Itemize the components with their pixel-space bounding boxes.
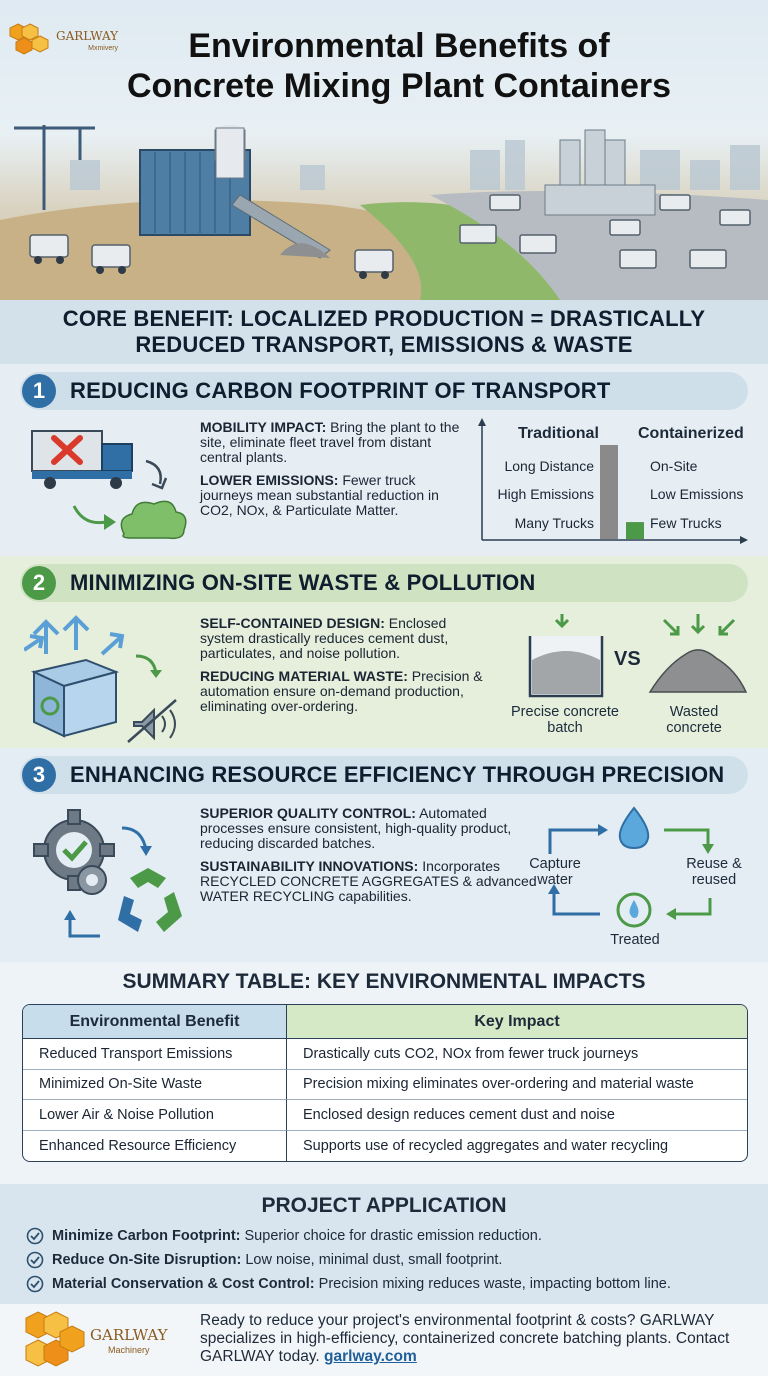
table-row: Minimized On-Site Waste Precision mixing…: [23, 1069, 747, 1100]
bullet-self-contained: SELF-CONTAINED DESIGN: Enclosed system d…: [200, 615, 449, 661]
table-cell: Drastically cuts CO2, NOx from fewer tru…: [287, 1039, 747, 1070]
bullet-sustainability: SUSTAINABILITY INNOVATIONS: Incorporates…: [200, 858, 537, 904]
section-1-title: REDUCING CARBON FOOTPRINT OF TRANSPORT: [70, 378, 611, 403]
page-title: Environmental Benefits of Concrete Mixin…: [0, 26, 768, 106]
caption-wasted-concrete: Wasted concrete: [666, 704, 722, 736]
table-cell: Enhanced Resource Efficiency: [23, 1130, 287, 1161]
bullet-material-waste: REDUCING MATERIAL WASTE: Precision & aut…: [200, 668, 483, 714]
section-3-number: 3: [22, 758, 56, 792]
check-circle-icon: [26, 1251, 44, 1269]
table-cell: Reduced Transport Emissions: [23, 1039, 287, 1070]
list-item: Minimize Carbon Footprint: Superior choi…: [26, 1224, 671, 1248]
section-3-bullets: SUPERIOR QUALITY CONTROL: Automated proc…: [200, 806, 540, 912]
footer: GARLWAY Machinery Ready to reduce your p…: [0, 1304, 768, 1376]
project-application-list: Minimize Carbon Footprint: Superior choi…: [26, 1224, 671, 1296]
section-2-header: 2 MINIMIZING ON-SITE WASTE & POLLUTION: [20, 564, 748, 602]
section-3-title: ENHANCING RESOURCE EFFICIENCY THROUGH PR…: [70, 762, 725, 787]
bar-containerized: [626, 522, 644, 539]
section-resource-efficiency: 3 ENHANCING RESOURCE EFFICIENCY THROUGH …: [0, 748, 768, 962]
section-1-header: 1 REDUCING CARBON FOOTPRINT OF TRANSPORT: [20, 372, 748, 410]
gear-recycle-icon: [33, 809, 182, 938]
section-2-number: 2: [22, 566, 56, 600]
check-circle-icon: [26, 1275, 44, 1293]
batch-vs-waste-illustration: [528, 614, 748, 698]
footer-call-to-action: Ready to reduce your project's environme…: [200, 1312, 730, 1365]
footer-logo-sub: Machinery: [108, 1344, 150, 1355]
project-application-title: PROJECT APPLICATION: [261, 1194, 507, 1217]
cycle-capture-label: Capture water: [529, 856, 581, 888]
vs-label: VS: [614, 648, 641, 670]
enclosed-container-icon: [24, 615, 177, 743]
hexagon-logo-icon: [9, 23, 49, 55]
label-on-site: On-Site: [650, 458, 698, 474]
table-cell: Enclosed design reduces cement dust and …: [287, 1100, 747, 1131]
list-item: Reduce On-Site Disruption: Low noise, mi…: [26, 1248, 671, 1272]
transport-comparison-chart: Traditional Containerized Long Distance …: [478, 418, 748, 548]
section-2-title: MINIMIZING ON-SITE WASTE & POLLUTION: [70, 570, 536, 595]
section-1-number: 1: [22, 374, 56, 408]
core-benefit-line2: REDUCED TRANSPORT, EMISSIONS & WASTE: [135, 332, 633, 357]
caption-precise-batch: Precise concrete batch: [511, 704, 619, 736]
section-3-header: 3 ENHANCING RESOURCE EFFICIENCY THROUGH …: [20, 756, 748, 794]
core-benefit-banner: CORE BENEFIT: LOCALIZED PRODUCTION = DRA…: [0, 300, 768, 364]
page-title-line1: Environmental Benefits of: [188, 27, 610, 65]
summary-table-header: Environmental Benefit Key Impact: [23, 1005, 747, 1039]
table-row: Reduced Transport Emissions Drastically …: [23, 1039, 747, 1070]
table-row: Enhanced Resource Efficiency Supports us…: [23, 1130, 747, 1161]
header-key-impact: Key Impact: [287, 1005, 747, 1039]
summary-section: SUMMARY TABLE: KEY ENVIRONMENTAL IMPACTS…: [0, 962, 768, 1184]
list-item: Material Conservation & Cost Control: Pr…: [26, 1272, 671, 1296]
table-row: Lower Air & Noise Pollution Enclosed des…: [23, 1100, 747, 1131]
hero-banner: GARLWAY Mxmivery Environmental Benefits …: [0, 0, 768, 300]
header-environmental-benefit: Environmental Benefit: [23, 1005, 287, 1039]
check-circle-icon: [26, 1227, 44, 1245]
table-cell: Precision mixing eliminates over-orderin…: [287, 1070, 747, 1100]
section-1-bullets: MOBILITY IMPACT: Bring the plant to the …: [200, 420, 468, 526]
construction-scene-illustration: [0, 125, 768, 300]
cycle-treated-label: Treated: [610, 932, 660, 948]
bullet-quality-control: SUPERIOR QUALITY CONTROL: Automated proc…: [200, 805, 512, 851]
label-few-trucks: Few Trucks: [650, 515, 722, 531]
chart-header-traditional: Traditional: [518, 425, 599, 442]
section-2-bullets: SELF-CONTAINED DESIGN: Enclosed system d…: [200, 616, 490, 722]
header-logo[interactable]: GARLWAY Mxmivery: [8, 22, 118, 56]
water-recycling-cycle: [548, 806, 714, 928]
summary-table: Environmental Benefit Key Impact Reduced…: [22, 1004, 748, 1162]
label-low-emissions: Low Emissions: [650, 486, 744, 502]
header-logo-name: GARLWAY: [56, 28, 119, 43]
summary-title: SUMMARY TABLE: KEY ENVIRONMENTAL IMPACTS: [122, 970, 646, 993]
page-title-line2: Concrete Mixing Plant Containers: [126, 67, 672, 105]
bullet-emissions: LOWER EMISSIONS: Fewer truck journeys me…: [200, 472, 439, 518]
bar-traditional: [600, 445, 618, 539]
table-cell: Lower Air & Noise Pollution: [23, 1100, 287, 1131]
section-waste: 2 MINIMIZING ON-SITE WASTE & POLLUTION S…: [0, 556, 768, 748]
table-cell: Minimized On-Site Waste: [23, 1069, 287, 1100]
chart-header-containerized: Containerized: [638, 425, 744, 442]
website-link[interactable]: garlway.com: [324, 1348, 417, 1365]
core-benefit-line1: CORE BENEFIT: LOCALIZED PRODUCTION = DRA…: [62, 306, 706, 331]
label-many-trucks: Many Trucks: [514, 515, 594, 531]
truck-emission-icon: [31, 430, 187, 540]
project-application-section: PROJECT APPLICATION Minimize Carbon Foot…: [0, 1184, 768, 1304]
footer-logo-name: GARLWAY: [90, 1325, 168, 1344]
label-high-emissions: High Emissions: [497, 486, 594, 502]
label-long-distance: Long Distance: [504, 458, 594, 474]
table-cell: Supports use of recycled aggregates and …: [303, 1137, 669, 1154]
hexagon-logo-icon: [25, 1311, 85, 1367]
cycle-reuse-label: Reuse & reused: [686, 856, 742, 888]
bullet-mobility: MOBILITY IMPACT: Bring the plant to the …: [200, 419, 460, 465]
chart-axes: [478, 418, 748, 544]
header-logo-sub: Mxmivery: [88, 44, 119, 52]
footer-logo[interactable]: GARLWAY Machinery: [22, 1310, 168, 1370]
